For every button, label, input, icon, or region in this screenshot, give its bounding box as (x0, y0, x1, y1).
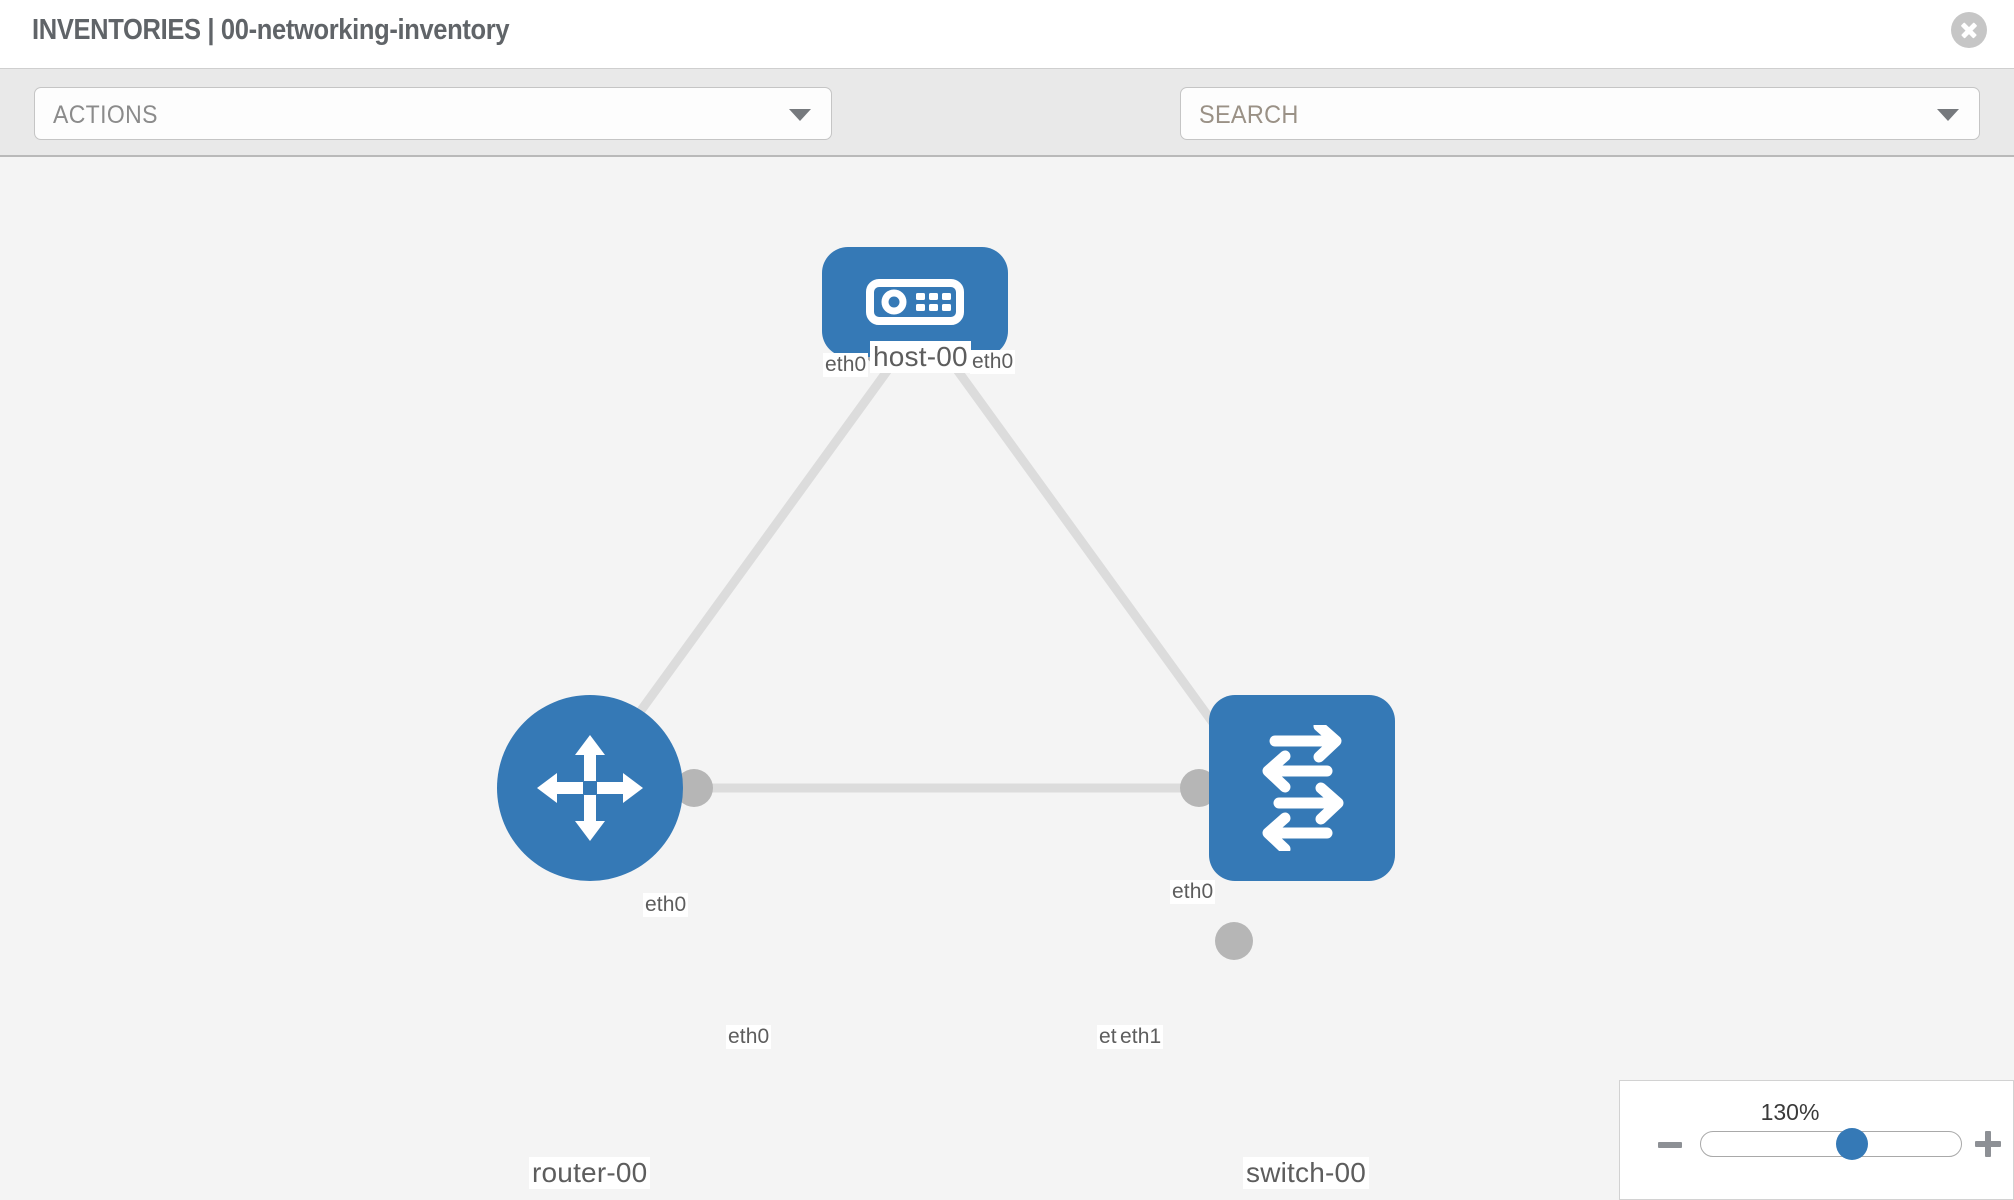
zoom-slider-thumb[interactable] (1836, 1128, 1868, 1160)
node-router-00-label: router-00 (529, 1157, 651, 1189)
toolbar: ACTIONS SEARCH (0, 68, 2014, 199)
edge-label-switch-eth0-up: eth0 (1170, 880, 1216, 904)
zoom-slider-track[interactable] (1700, 1131, 1962, 1157)
search-placeholder: SEARCH (1199, 101, 1299, 129)
close-icon[interactable] (1951, 12, 1987, 48)
chevron-down-icon (789, 109, 811, 121)
node-host-00-label: host-00 (870, 341, 971, 373)
search-input[interactable]: SEARCH (1180, 87, 1980, 140)
zoom-out-button[interactable] (1658, 1142, 1682, 1148)
node-switch-00-shape[interactable] (1209, 695, 1395, 881)
edge-host-switch (951, 364, 1249, 770)
window-header: INVENTORIES | 00-networking-inventory (0, 0, 2014, 68)
edge-label-host-eth0-right: eth0 (970, 350, 1016, 374)
connector-switch-top (1215, 922, 1253, 960)
router-arrows-icon (537, 735, 643, 841)
actions-dropdown-label: ACTIONS (53, 101, 158, 129)
edge-label-router-eth0-up: eth0 (643, 893, 689, 917)
chevron-down-icon[interactable] (1937, 109, 1959, 121)
node-switch-00-label: switch-00 (1243, 1157, 1370, 1189)
edge-label-switch-eth1-left: eth1 (1118, 1025, 1164, 1049)
node-host-00-shape[interactable] (822, 247, 1008, 357)
server-icon (866, 279, 964, 325)
switch-arrows-icon (1262, 725, 1344, 851)
actions-dropdown[interactable]: ACTIONS (34, 87, 832, 140)
edge-label-host-eth0-left: eth0 (823, 353, 869, 377)
edge-host-router (596, 364, 894, 770)
edge-label-router-eth0-right: eth0 (726, 1025, 772, 1049)
page-title: INVENTORIES | 00-networking-inventory (32, 14, 510, 46)
topology-canvas[interactable]: host-00 eth0 eth0 router-00 eth0 eth0 (0, 157, 2014, 1200)
zoom-control-panel: 130% (1619, 1080, 2014, 1200)
zoom-in-button[interactable] (1975, 1131, 2001, 1157)
zoom-level-label: 130% (1760, 1099, 1820, 1125)
node-router-00-shape[interactable] (497, 695, 683, 881)
